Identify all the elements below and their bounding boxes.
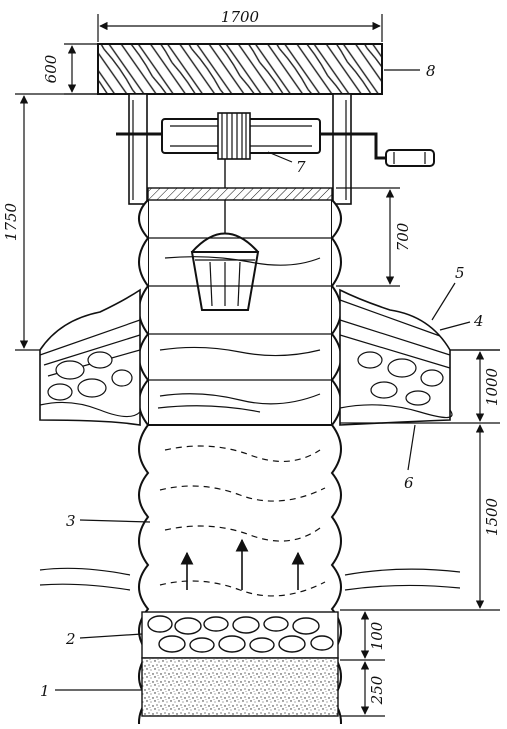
label-windlass: 7: [296, 158, 306, 176]
label-clay-castle: 4: [473, 312, 484, 330]
windlass: [116, 112, 435, 234]
callout-leaders: [55, 69, 471, 691]
roof-posts: [128, 93, 352, 205]
dim-gravel-filter: 100: [368, 621, 386, 650]
bucket: [190, 232, 260, 311]
label-roof: 8: [426, 62, 436, 80]
sand-layer: [141, 657, 339, 717]
clay-castle-left: [39, 288, 141, 426]
gravel-filter: [141, 611, 339, 659]
label-water: 3: [66, 512, 76, 530]
clay-castle-right: [339, 288, 453, 426]
dim-water-column: 1500: [483, 497, 501, 536]
roof: [97, 43, 383, 95]
dim-windlass-to-log: 700: [394, 222, 412, 251]
water: [159, 445, 326, 597]
dimension-lines: [15, 14, 500, 717]
dim-roof-to-ground: 1750: [2, 202, 20, 241]
dim-roof-height: 600: [42, 54, 60, 83]
label-sand: 1: [40, 682, 50, 700]
dim-clay-castle: 1000: [483, 367, 501, 406]
groundwater-level: [39, 567, 461, 591]
label-ground: 6: [404, 474, 414, 492]
dim-sand-layer: 250: [368, 675, 386, 705]
dim-roof-width: 1700: [221, 8, 260, 26]
label-gravel: 2: [65, 630, 76, 648]
label-blind-area: 5: [455, 264, 465, 282]
